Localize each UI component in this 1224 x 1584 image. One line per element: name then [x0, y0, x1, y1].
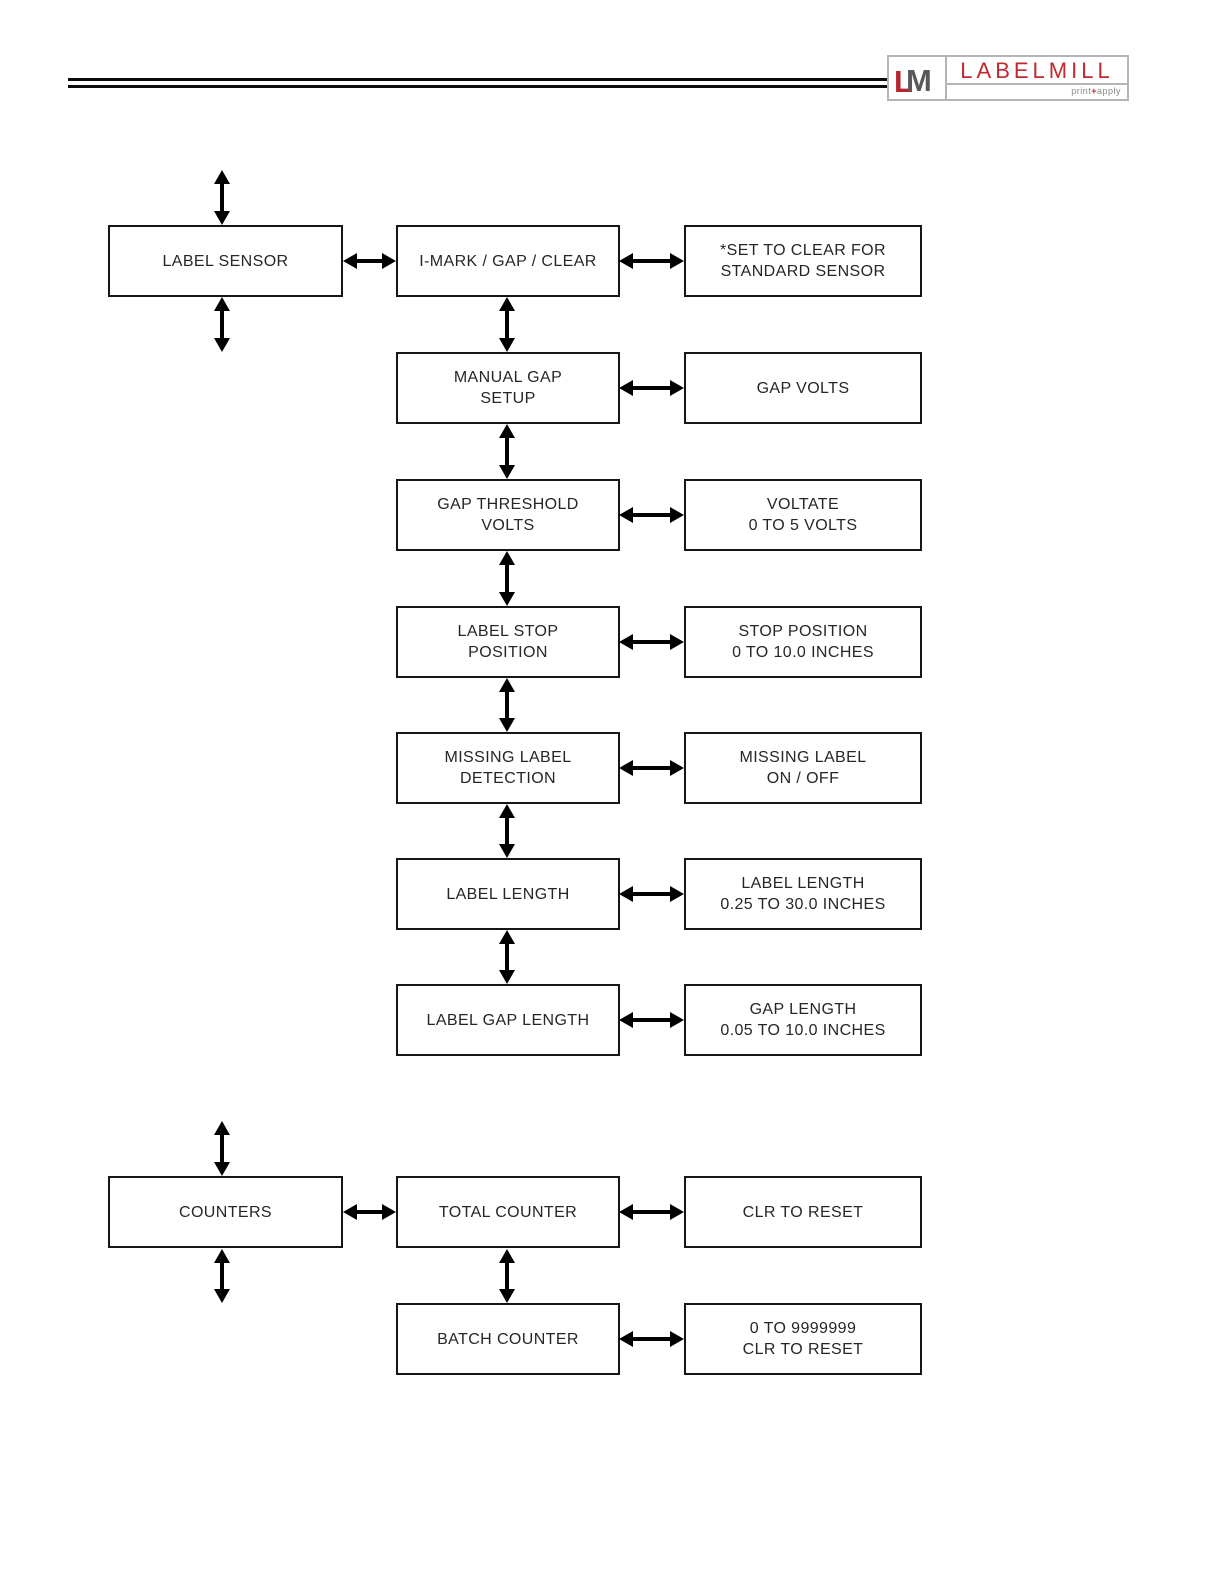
box-gap-length-range: GAP LENGTH 0.05 TO 10.0 INCHES [684, 984, 922, 1056]
box-label-stop-position: LABEL STOP POSITION [396, 606, 620, 678]
labelmill-logo: L M LABELMILL print+apply [887, 55, 1129, 101]
box-label-sensor: LABEL SENSOR [108, 225, 343, 297]
box-counters: COUNTERS [108, 1176, 343, 1248]
arrow-label-stop-to-range [619, 633, 684, 651]
box-stop-position-range: STOP POSITION 0 TO 10.0 INCHES [684, 606, 922, 678]
arrow-imark-to-note [619, 252, 684, 270]
logo-tagline: print+apply [947, 83, 1127, 99]
box-total-counter: TOTAL COUNTER [396, 1176, 620, 1248]
arrow-label-sensor-to-imark [343, 252, 396, 270]
arrow-counters-to-total [343, 1203, 396, 1221]
box-clr-to-reset: CLR TO RESET [684, 1176, 922, 1248]
box-missing-label-detection: MISSING LABEL DETECTION [396, 732, 620, 804]
box-missing-label-on-off: MISSING LABEL ON / OFF [684, 732, 922, 804]
arrow-missing-to-label-length [498, 804, 516, 858]
tagline-print: print [1071, 86, 1092, 96]
box-batch-counter: BATCH COUNTER [396, 1303, 620, 1375]
arrow-up-down-above-label-sensor [213, 170, 231, 225]
arrow-total-to-batch-counter [498, 1249, 516, 1303]
logo-brand-name: LABELMILL [960, 57, 1114, 83]
logo-letter-m: M [906, 63, 932, 98]
arrow-up-down-below-counters [213, 1249, 231, 1303]
box-set-to-clear-note: *SET TO CLEAR FOR STANDARD SENSOR [684, 225, 922, 297]
box-label-length-range: LABEL LENGTH 0.25 TO 30.0 INCHES [684, 858, 922, 930]
box-imark-gap-clear: I-MARK / GAP / CLEAR [396, 225, 620, 297]
tagline-plus-icon: + [1091, 86, 1097, 96]
arrow-manual-gap-to-threshold [498, 424, 516, 479]
arrow-label-length-to-range [619, 885, 684, 903]
arrow-total-to-clr [619, 1203, 684, 1221]
logo-letter-l: L [894, 64, 913, 99]
arrow-up-down-below-label-sensor [213, 297, 231, 352]
arrow-up-down-above-counters [213, 1121, 231, 1176]
arrow-batch-to-range [619, 1330, 684, 1348]
tagline-apply: apply [1096, 86, 1121, 96]
arrow-gap-length-to-range [619, 1011, 684, 1029]
box-manual-gap-setup: MANUAL GAP SETUP [396, 352, 620, 424]
lm-monogram: L M [889, 57, 947, 99]
box-label-gap-length: LABEL GAP LENGTH [396, 984, 620, 1056]
arrow-imark-to-manual-gap [498, 297, 516, 352]
logo-wordmark-cell: LABELMILL print+apply [947, 57, 1127, 99]
arrow-manual-gap-to-gap-volts [619, 379, 684, 397]
arrow-threshold-to-label-stop [498, 551, 516, 606]
arrow-threshold-to-voltate [619, 506, 684, 524]
arrow-label-stop-to-missing [498, 678, 516, 732]
header-rule-bottom [68, 85, 887, 88]
box-label-length: LABEL LENGTH [396, 858, 620, 930]
box-voltate-range: VOLTATE 0 TO 5 VOLTS [684, 479, 922, 551]
arrow-label-length-to-gap-length [498, 930, 516, 984]
arrow-missing-to-on-off [619, 759, 684, 777]
box-batch-counter-range: 0 TO 9999999 CLR TO RESET [684, 1303, 922, 1375]
box-gap-volts: GAP VOLTS [684, 352, 922, 424]
header-rule-top [68, 78, 887, 81]
box-gap-threshold-volts: GAP THRESHOLD VOLTS [396, 479, 620, 551]
